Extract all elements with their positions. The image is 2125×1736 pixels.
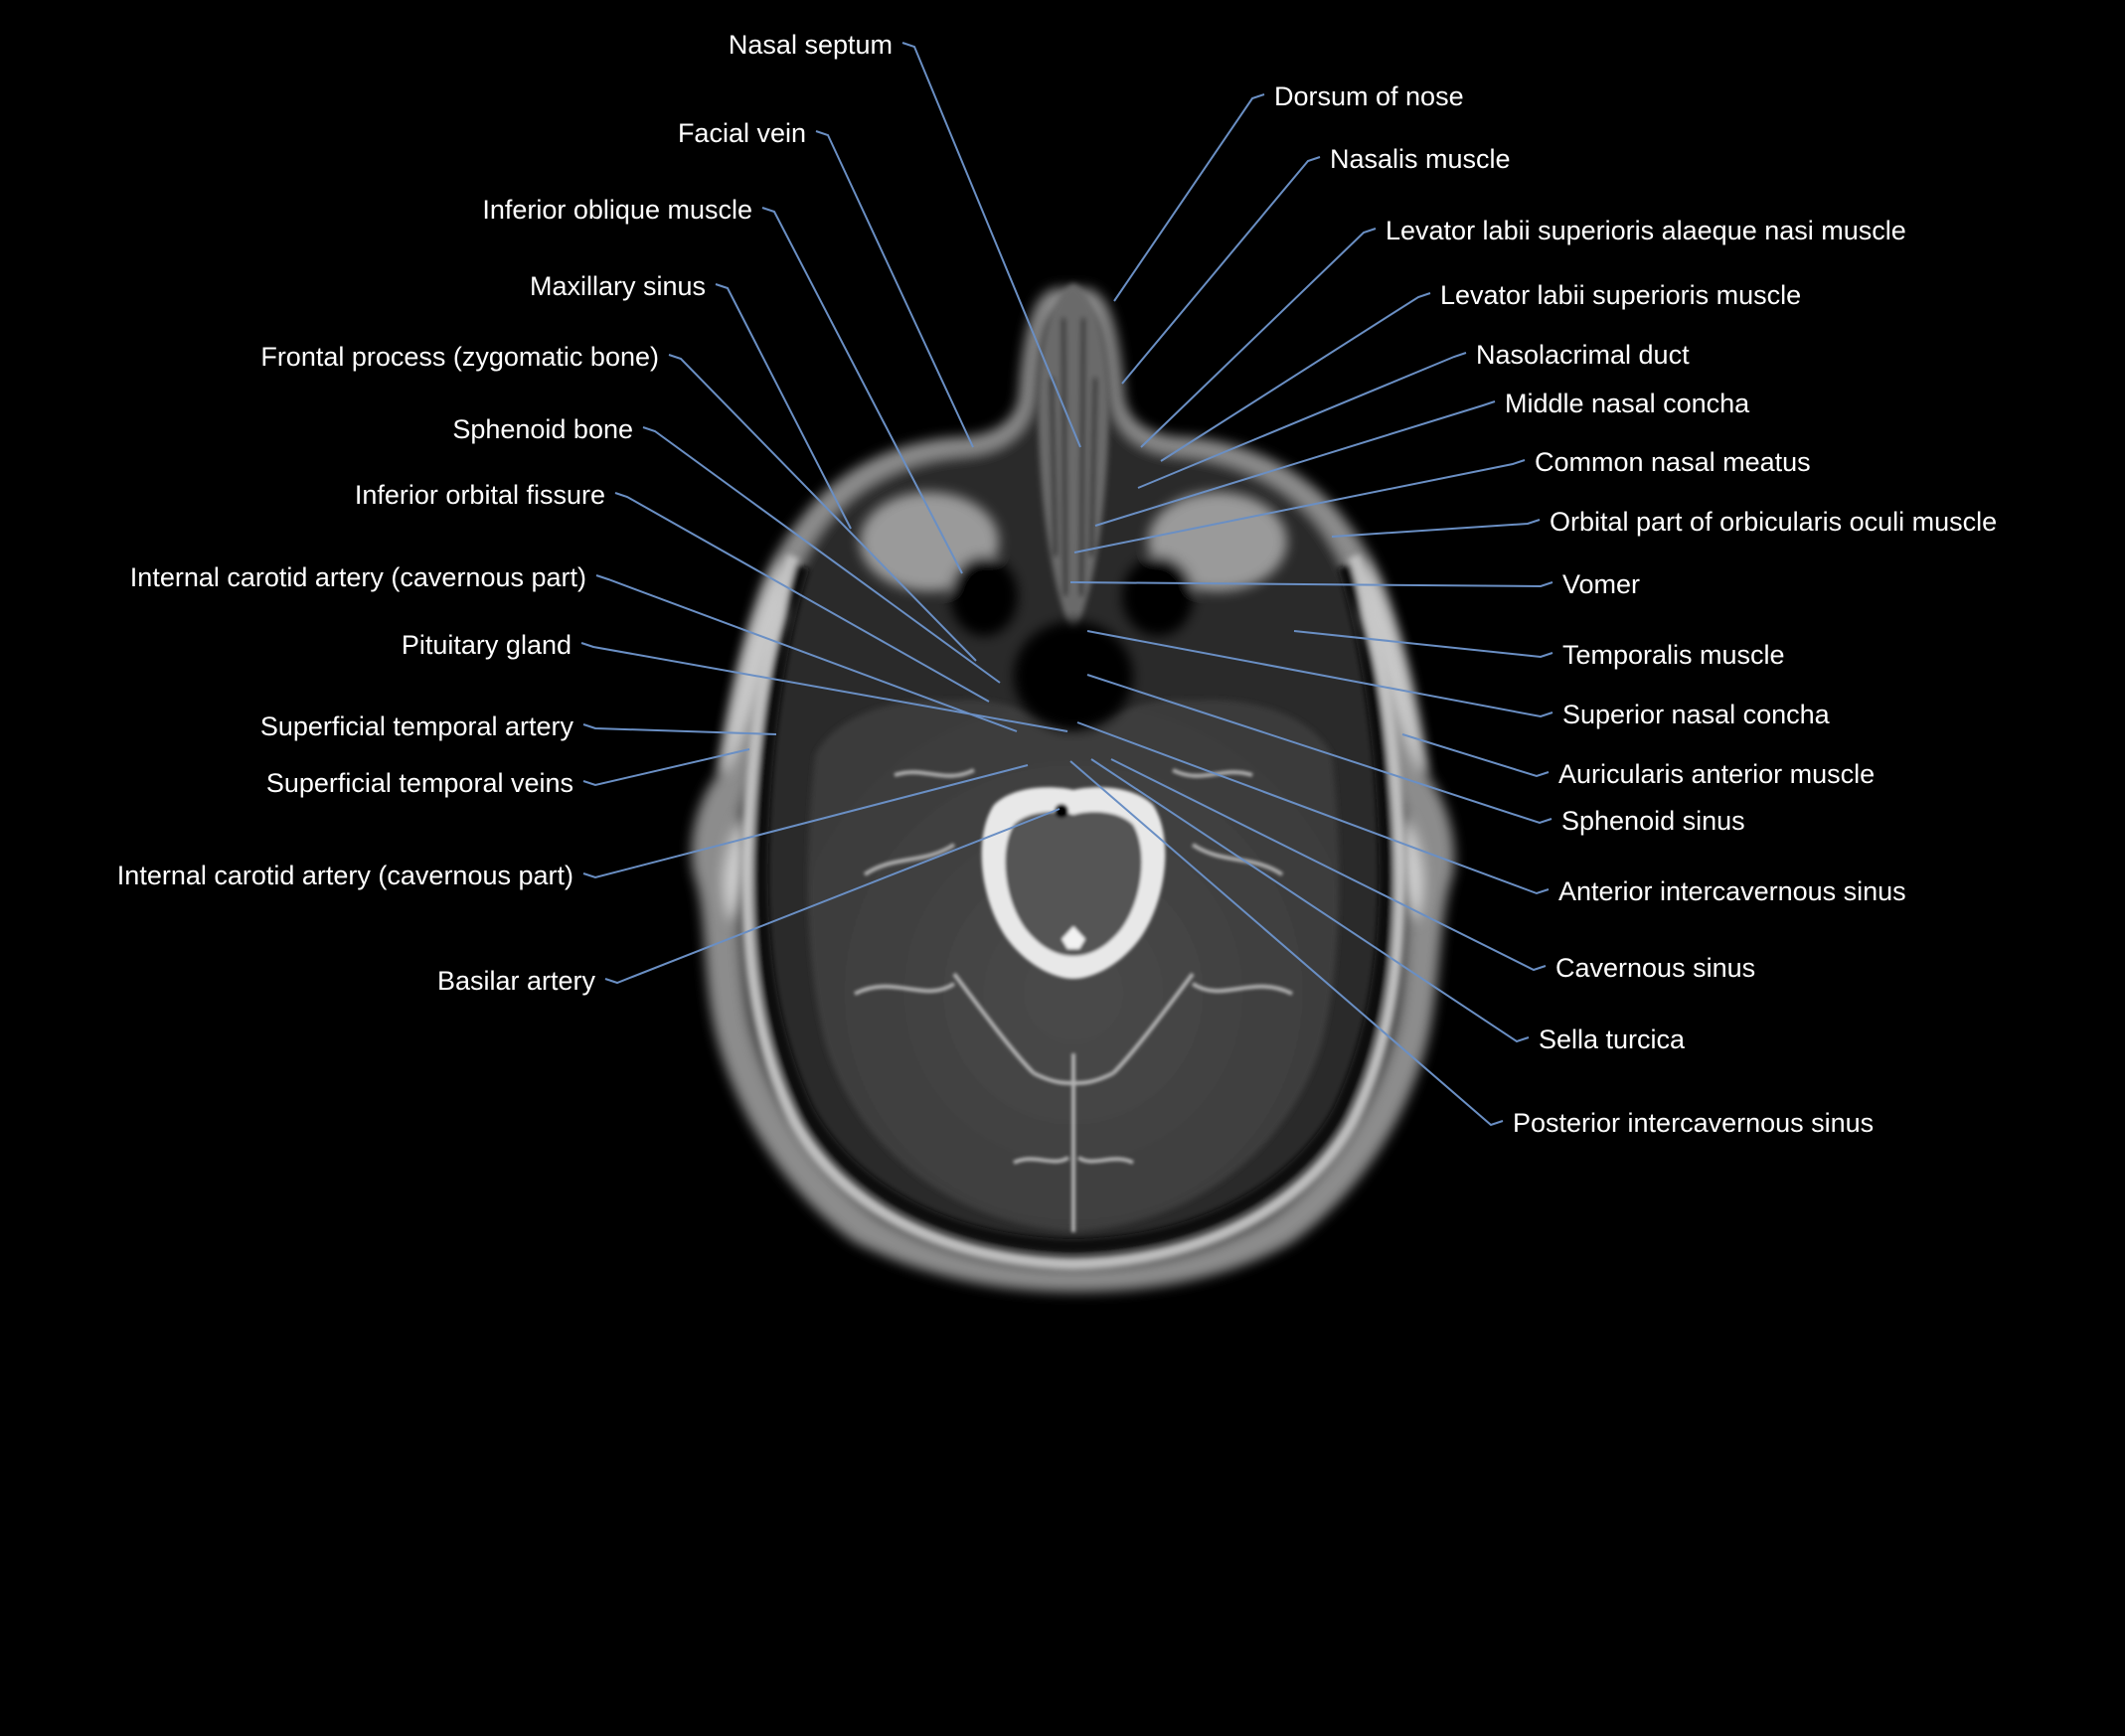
leader-line-facial-vein — [815, 130, 974, 448]
label-maxillary-sinus: Maxillary sinus — [529, 271, 706, 301]
skull-bone-ring — [740, 554, 1406, 1271]
leader-line-nasalis-muscle — [1121, 156, 1321, 385]
label-levator-labii-superioris-muscle: Levator labii superioris muscle — [1440, 280, 1802, 310]
leader-line-inferior-oblique-muscle — [761, 207, 963, 574]
leader-line-superficial-temporal-artery — [582, 723, 777, 735]
leader-line-nasolacrimal-duct — [1137, 352, 1467, 489]
label-frontal-process-zygomatic-bone: Frontal process (zygomatic bone) — [260, 342, 659, 372]
nose — [1038, 283, 1109, 636]
label-inferior-oblique-muscle: Inferior oblique muscle — [482, 195, 752, 225]
label-middle-nasal-concha: Middle nasal concha — [1505, 389, 1750, 418]
label-nasalis-muscle: Nasalis muscle — [1330, 144, 1511, 174]
leader-line-pituitary-gland — [580, 642, 1068, 732]
leader-lines — [580, 42, 1553, 1127]
label-sella-turcica: Sella turcica — [1539, 1025, 1686, 1054]
label-pituitary-gland: Pituitary gland — [401, 630, 572, 660]
label-superficial-temporal-artery: Superficial temporal artery — [259, 711, 573, 741]
leader-line-dorsum-of-nose — [1113, 93, 1265, 302]
label-internal-carotid-artery-cavernous-part: Internal carotid artery (cavernous part) — [129, 562, 586, 592]
leader-line-posterior-intercavernous-sinus — [1069, 760, 1504, 1127]
label-orbital-part-of-orbicularis-oculi-muscle: Orbital part of orbicularis oculi muscle — [1550, 507, 1998, 537]
leader-line-maxillary-sinus — [715, 283, 852, 530]
label-anterior-intercavernous-sinus: Anterior intercavernous sinus — [1558, 876, 1906, 906]
leader-line-orbital-part-of-orbicularis-oculi-muscle — [1331, 519, 1541, 538]
label-common-nasal-meatus: Common nasal meatus — [1535, 447, 1811, 477]
leader-line-middle-nasal-concha — [1094, 400, 1496, 527]
label-levator-labii-superioris-alaeque-nasi-muscle: Levator labii superioris alaeque nasi mu… — [1386, 216, 1906, 245]
leader-line-inferior-orbital-fissure — [614, 492, 990, 703]
label-superficial-temporal-veins: Superficial temporal veins — [265, 768, 573, 798]
orbits-and-eyes — [860, 492, 1287, 636]
label-facial-vein: Facial vein — [677, 118, 806, 148]
leader-line-superior-nasal-concha — [1086, 630, 1553, 718]
leader-line-nasal-septum — [901, 42, 1081, 448]
label-cavernous-sinus: Cavernous sinus — [1555, 953, 1756, 983]
leader-line-temporalis-muscle — [1293, 630, 1553, 659]
label-posterior-intercavernous-sinus: Posterior intercavernous sinus — [1513, 1108, 1875, 1138]
sphenoid-sinus-dark — [1014, 621, 1133, 730]
leader-line-superficial-temporal-veins — [582, 748, 750, 787]
label-auricularis-anterior-muscle: Auricularis anterior muscle — [1558, 759, 1876, 789]
label-vomer: Vomer — [1562, 569, 1641, 599]
label-nasolacrimal-duct: Nasolacrimal duct — [1476, 340, 1690, 370]
leader-line-sella-turcica — [1090, 758, 1530, 1043]
leader-line-internal-carotid-artery-cavernous-part — [582, 764, 1029, 879]
leader-line-sphenoid-sinus — [1086, 674, 1553, 825]
label-inferior-orbital-fissure: Inferior orbital fissure — [354, 480, 605, 510]
leader-line-internal-carotid-artery-cavernous-part — [595, 574, 1018, 732]
label-dorsum-of-nose: Dorsum of nose — [1274, 81, 1464, 111]
leader-line-levator-labii-superioris-alaeque-nasi-muscle — [1140, 228, 1377, 448]
label-sphenoid-sinus: Sphenoid sinus — [1561, 806, 1745, 836]
leader-line-sphenoid-bone — [642, 426, 1001, 684]
label-superior-nasal-concha: Superior nasal concha — [1562, 700, 1830, 729]
label-temporalis-muscle: Temporalis muscle — [1562, 640, 1785, 670]
leader-line-cavernous-sinus — [1110, 758, 1547, 972]
leader-line-common-nasal-meatus — [1073, 459, 1526, 553]
label-internal-carotid-artery-cavernous-part: Internal carotid artery (cavernous part) — [116, 861, 573, 890]
leader-line-levator-labii-superioris-muscle — [1160, 292, 1431, 462]
label-nasal-septum: Nasal septum — [728, 30, 893, 60]
temporal-soft-tissue — [721, 556, 1426, 924]
leader-line-basilar-artery — [604, 808, 1061, 985]
leader-line-auricularis-anterior-muscle — [1401, 733, 1550, 778]
leader-line-anterior-intercavernous-sinus — [1076, 721, 1550, 895]
brainstem — [981, 787, 1166, 979]
label-sphenoid-bone: Sphenoid bone — [452, 414, 633, 444]
leader-line-frontal-process-zygomatic-bone — [668, 354, 977, 662]
label-basilar-artery: Basilar artery — [436, 966, 595, 996]
leader-line-vomer — [1069, 581, 1553, 588]
csf-sulci — [854, 768, 1293, 1232]
